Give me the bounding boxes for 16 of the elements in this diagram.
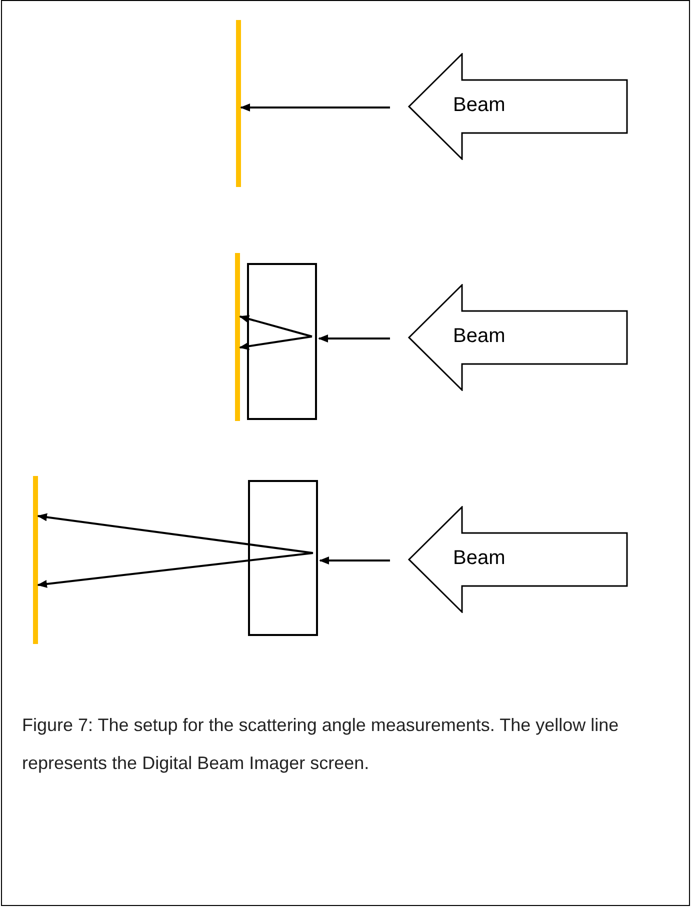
arrow: [240, 104, 390, 112]
sample-box: [248, 480, 318, 636]
arrow: [318, 334, 390, 342]
beam-arrow: [408, 53, 628, 160]
beam-label: Beam: [453, 546, 506, 570]
arrow: [239, 315, 312, 338]
beam-arrow: [408, 284, 628, 391]
arrow: [319, 556, 390, 564]
figure-caption: Figure 7: The setup for the scattering angle measurements. The yellow line represents the Digital Beam Imager screen.: [22, 714, 620, 775]
beam-label: Beam: [453, 93, 506, 117]
beam-label: Beam: [453, 324, 506, 348]
beam-arrow: [408, 506, 628, 613]
sample-box: [247, 263, 317, 420]
arrow: [37, 552, 314, 588]
arrow: [37, 513, 314, 554]
arrow: [239, 336, 312, 350]
